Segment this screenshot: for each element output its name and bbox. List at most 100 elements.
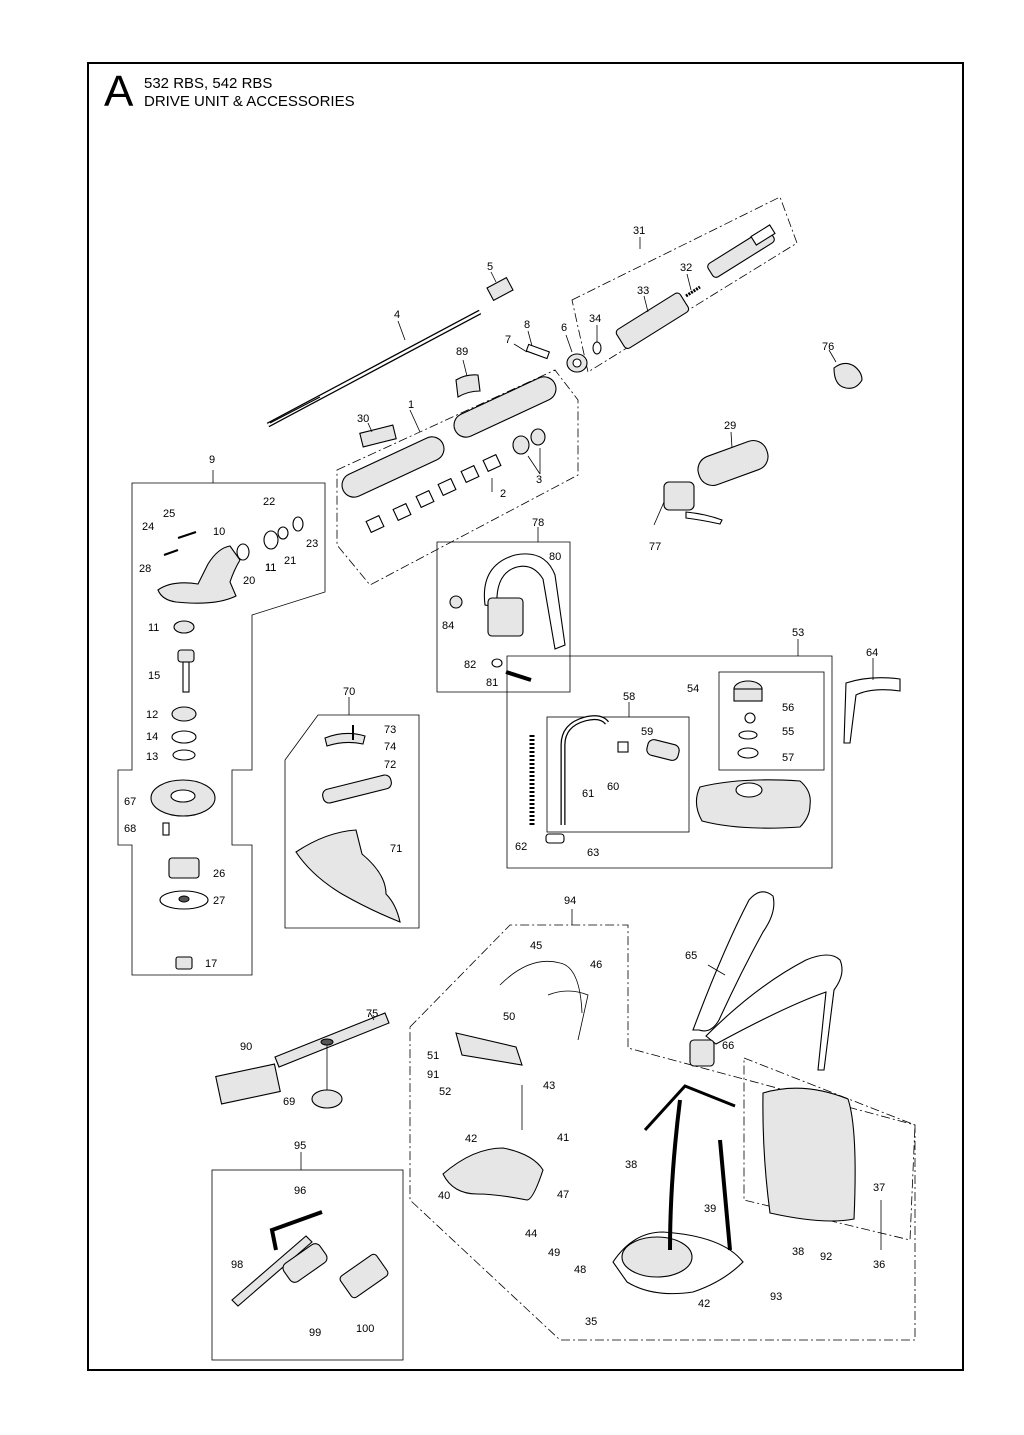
pad-part — [359, 424, 397, 448]
filter-part — [617, 739, 680, 761]
group-70-box — [284, 714, 420, 929]
part-label: 38 — [792, 1246, 804, 1258]
socket-part — [339, 1253, 389, 1299]
part-label: 33 — [637, 285, 649, 297]
part-label: 70 — [343, 686, 355, 698]
part-label: 45 — [530, 940, 542, 952]
part-label: 99 — [309, 1327, 321, 1339]
part-label: 38 — [625, 1159, 637, 1171]
drive-shaft-part — [266, 309, 482, 428]
sleeve-part — [168, 857, 200, 879]
clamp-part — [525, 343, 588, 373]
part-label: 44 — [525, 1228, 537, 1240]
part-label: 25 — [163, 508, 175, 520]
screwdriver-part — [282, 1243, 328, 1283]
frame-part — [612, 1084, 744, 1295]
group-95-box — [211, 1169, 404, 1361]
part-label: 57 — [782, 752, 794, 764]
part-label: 41 — [557, 1132, 569, 1144]
part-label: 39 — [704, 1203, 716, 1215]
part-label: 7 — [505, 334, 511, 346]
part-label: 8 — [524, 319, 530, 331]
blade-part — [274, 1012, 390, 1068]
part-label: 69 — [283, 1096, 295, 1108]
shaft-tube-lower — [341, 436, 445, 498]
group-78-box — [436, 541, 571, 693]
diagram-title: DRIVE UNIT & ACCESSORIES — [144, 93, 355, 110]
part-label: 21 — [284, 555, 296, 567]
part-label: 5 — [487, 261, 493, 273]
base-plate-part — [442, 1147, 544, 1201]
part-label: 80 — [549, 551, 561, 563]
diagram-frame — [87, 62, 964, 1371]
output-shaft-part — [177, 649, 195, 693]
strap-64-part — [843, 677, 901, 744]
part-label: 84 — [442, 620, 454, 632]
part-label: 50 — [503, 1011, 515, 1023]
part-label: 13 — [146, 751, 158, 763]
part-label: 53 — [792, 627, 804, 639]
part-label: 77 — [649, 541, 661, 553]
tube-half-part — [455, 374, 481, 398]
part-label: 89 — [456, 346, 468, 358]
part-label: 90 — [240, 1041, 252, 1053]
bushings-part — [365, 453, 502, 534]
part-label: 51 — [427, 1050, 439, 1062]
part-label: 59 — [641, 726, 653, 738]
bearing-12-part — [171, 706, 197, 722]
inner-tube-part — [615, 292, 690, 349]
part-label: 64 — [866, 647, 878, 659]
fuel-cap-part — [733, 680, 763, 759]
part-label: 92 — [820, 1251, 832, 1263]
washer-82-part — [491, 658, 503, 668]
part-label: 9 — [209, 454, 215, 466]
part-label: 94 — [564, 895, 576, 907]
clamp-63-part — [545, 833, 565, 844]
part-label: 48 — [574, 1264, 586, 1276]
part-label: 55 — [782, 726, 794, 738]
part-label: 76 — [822, 341, 834, 353]
fuel-tank-part — [695, 779, 811, 829]
part-label: 52 — [439, 1086, 451, 1098]
part-label: 81 — [486, 677, 498, 689]
part-label: 98 — [231, 1259, 243, 1271]
part-label: 100 — [356, 1323, 374, 1335]
part-label: 73 — [384, 724, 396, 736]
part-label: 26 — [213, 868, 225, 880]
part-label: 23 — [306, 538, 318, 550]
group-54-box — [718, 671, 825, 771]
part-label: 58 — [623, 691, 635, 703]
bearing-part — [173, 620, 195, 634]
washer-69-part — [311, 1089, 343, 1109]
leader-lines — [212, 237, 882, 1250]
part-label: 95 — [294, 1140, 306, 1152]
part-label: 32 — [680, 262, 692, 274]
part-label: 42 — [698, 1298, 710, 1310]
washer-part — [512, 435, 530, 455]
group-36-box — [743, 1057, 916, 1241]
part-label: 66 — [722, 1040, 734, 1052]
part-label: 22 — [263, 496, 275, 508]
part-label: 17 — [205, 958, 217, 970]
part-label: 63 — [587, 847, 599, 859]
part-label: 67 — [124, 796, 136, 808]
part-label: 11 — [265, 562, 276, 574]
group-53-box — [506, 655, 833, 869]
part-label: 20 — [243, 575, 255, 587]
backplate-part — [762, 1087, 856, 1222]
mount-plate-part — [455, 1032, 523, 1066]
part-label: 60 — [607, 781, 619, 793]
screw-68-part — [162, 822, 170, 836]
clip-part — [833, 362, 863, 389]
circlip-part — [172, 749, 196, 761]
part-label: 3 — [536, 474, 542, 486]
part-label: 74 — [384, 741, 396, 753]
wrench-part — [231, 1235, 313, 1307]
spring-part — [685, 285, 701, 298]
wire-46-part — [547, 990, 589, 1041]
part-label: 35 — [585, 1316, 597, 1328]
grip-part — [697, 439, 769, 487]
wire-45-part — [499, 960, 583, 1014]
knob-84-part — [449, 595, 463, 609]
part-label: 62 — [515, 841, 527, 853]
